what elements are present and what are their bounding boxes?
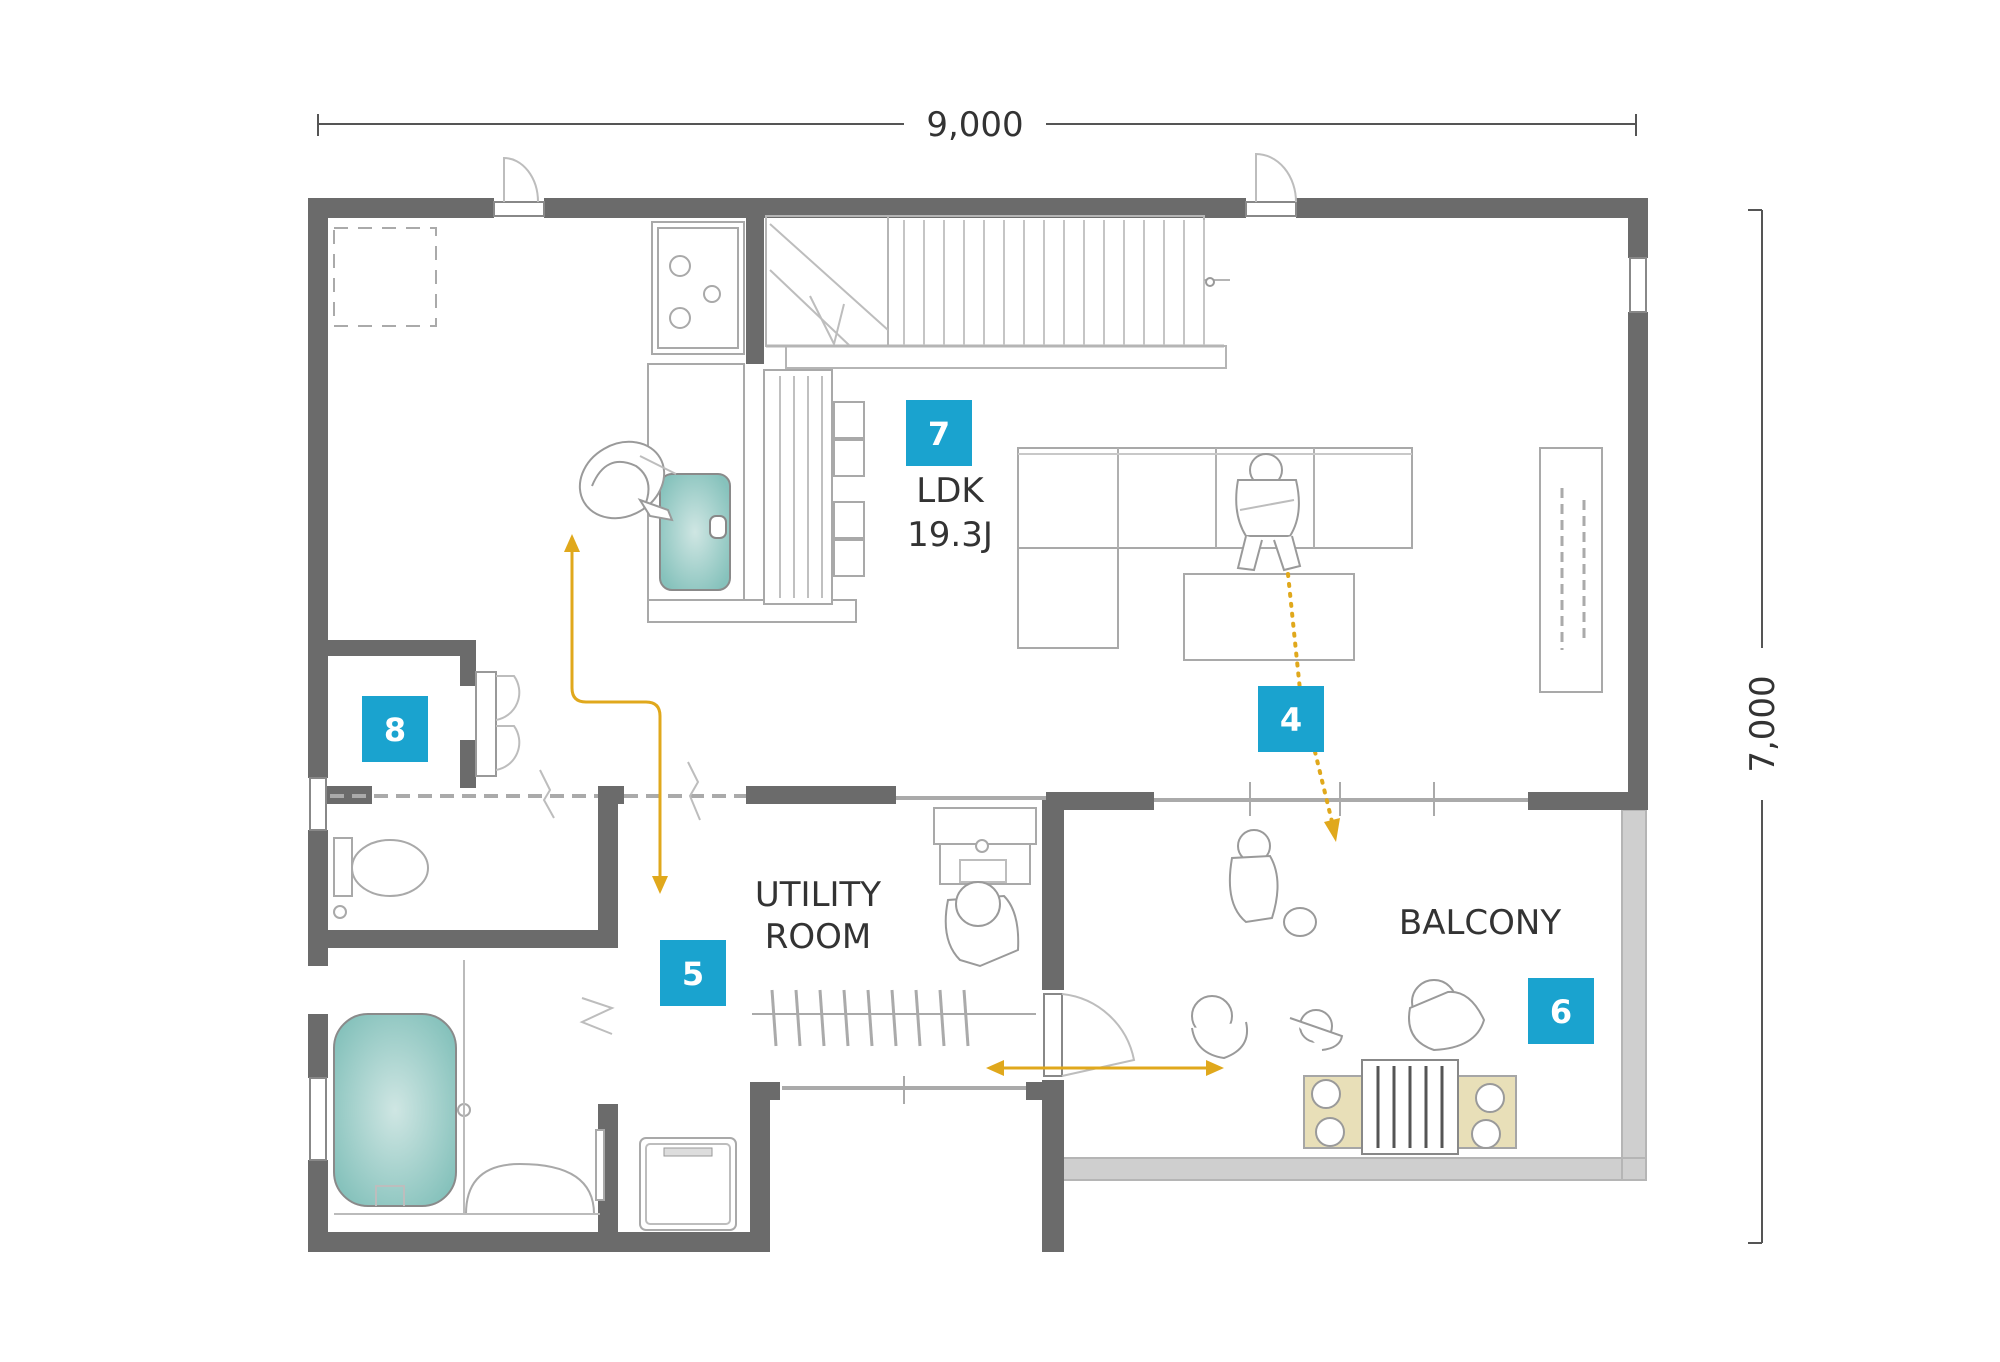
utility-swing-door [1043,993,1136,1077]
coffee-table [1183,573,1355,661]
right-window [1629,257,1647,313]
ldk-size-label: 19.3J [907,515,993,555]
badge-7: 7 [906,400,972,466]
kitchen-stove [651,221,745,355]
utility-room-label-line1: UTILITY [755,875,881,915]
badge-6: 6 [1528,978,1594,1044]
storage-outline [333,227,437,327]
badge-8-text: 8 [384,711,406,749]
utility-room-label-line2: ROOM [765,917,871,957]
badge-5-text: 5 [682,955,704,993]
circulation-arrows [564,534,1340,1076]
badge-5: 5 [660,940,726,1006]
toilet-window [309,777,327,831]
balcony-label: BALCONY [1399,903,1561,943]
closet-doors [475,671,521,777]
bathtub [333,1013,471,1207]
ldk-label: LDK [916,471,985,511]
exterior-door-right [1245,152,1297,217]
cook-person-figure [578,440,677,522]
badge-4-text: 4 [1280,701,1302,739]
sliding-doors [330,761,1528,1104]
bath-window [309,1077,327,1161]
sitting-person-figure [1235,453,1302,572]
exterior-door-left [493,156,545,217]
height-dimension: 7,000 [1743,209,1783,1244]
bathroom-washbasin [334,960,605,1215]
badge-8: 8 [362,696,428,762]
badge-6-text: 6 [1550,993,1572,1031]
balcony-person-figures [1191,829,1486,1060]
width-dimension-label: 9,000 [926,105,1023,145]
washing-machine [639,1137,737,1231]
tv-stand [1539,447,1603,693]
badge-7-text: 7 [928,415,950,453]
height-dimension-label: 7,000 [1743,675,1783,772]
width-dimension: 9,000 [317,105,1637,145]
utility-sink [933,807,1037,885]
badge-4: 4 [1258,686,1324,752]
utility-person-figure [944,881,1020,968]
kitchen-sink [659,473,731,591]
sofa [1017,447,1413,649]
bbq-grill-table [1303,1059,1517,1155]
hanging-clothes-rack [752,989,1036,1047]
dining-bar-table [763,369,865,605]
toilet-fixture [333,837,429,919]
staircase [765,215,1230,369]
